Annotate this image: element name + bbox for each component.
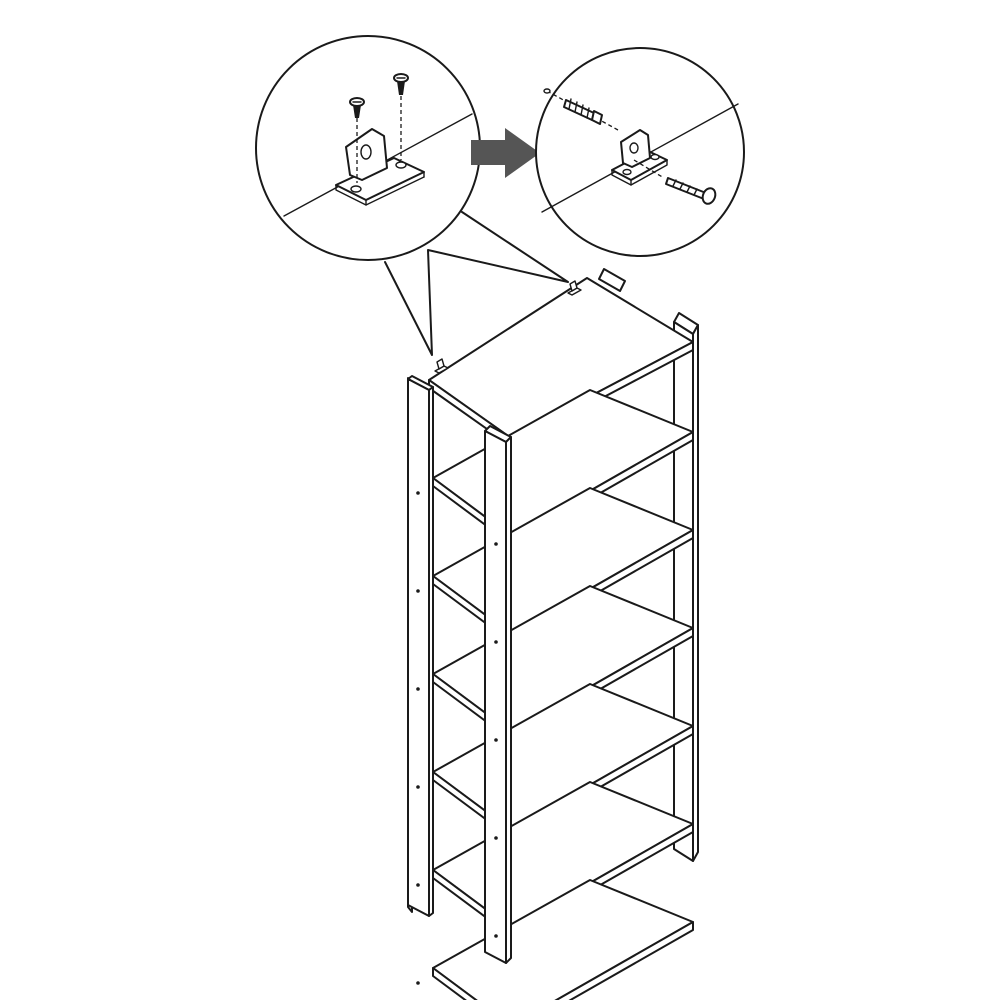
front-left-post	[407, 375, 434, 985]
wall-bracket	[611, 129, 668, 186]
screw-right	[393, 73, 409, 160]
wall-anchor	[543, 88, 619, 131]
post-hole	[494, 934, 498, 938]
shelves-group	[432, 389, 694, 1000]
screw-left	[349, 97, 365, 183]
post-hole	[416, 981, 420, 985]
callout-pointer-lines	[384, 211, 569, 356]
post-hole	[494, 640, 498, 644]
shelf-side-edge	[432, 967, 478, 1000]
shelf-front-edge	[554, 921, 694, 1000]
post-hole	[416, 589, 420, 593]
post-hole	[494, 738, 498, 742]
front-right-post-holes	[494, 542, 498, 938]
detail-circle-wall-anchor	[535, 47, 745, 257]
angle-bracket	[335, 128, 425, 206]
wall-screw	[633, 159, 717, 205]
top-bracket-left	[434, 358, 449, 374]
front-right-post	[484, 425, 512, 964]
detail-circle-bracket-screw	[255, 35, 481, 261]
step-arrow-icon	[471, 128, 540, 178]
post-hole	[494, 836, 498, 840]
post-hole	[416, 883, 420, 887]
shelf	[432, 879, 694, 1000]
post-hole	[416, 491, 420, 495]
post-hole	[416, 785, 420, 789]
post-hole	[494, 542, 498, 546]
front-left-post-holes	[416, 491, 420, 985]
bookcase	[407, 268, 699, 1000]
top-bracket-right	[567, 280, 582, 296]
post-hole	[416, 687, 420, 691]
